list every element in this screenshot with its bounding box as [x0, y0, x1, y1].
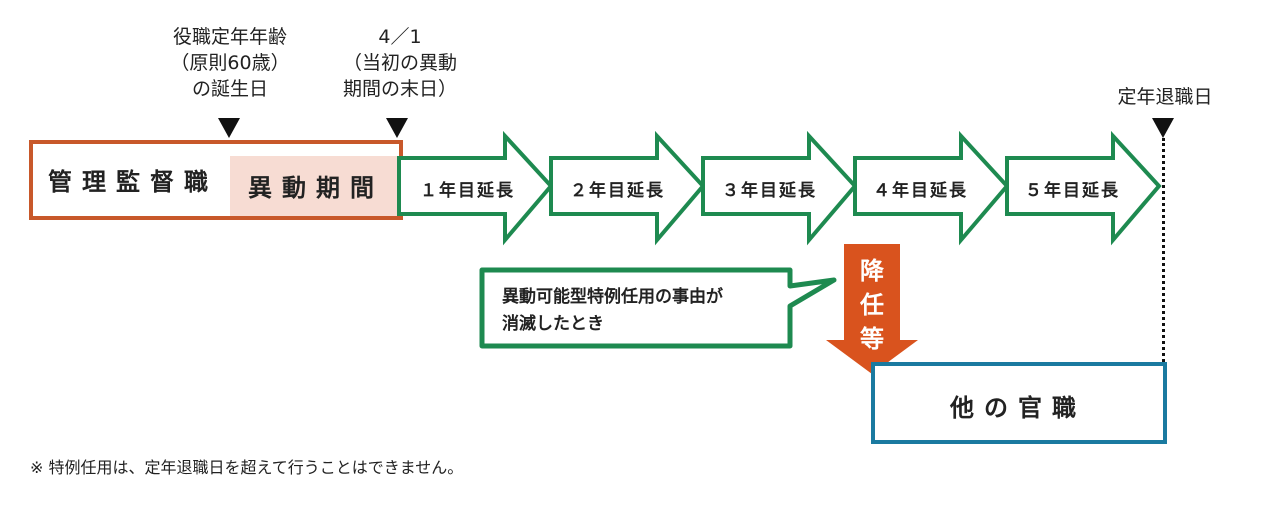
- extension-year-3-label: ３年目延長: [722, 181, 817, 201]
- marker-triangle-icon: [386, 118, 408, 138]
- other-post-label: 他の官職: [950, 394, 1086, 422]
- management-post-label: 管理監督職: [48, 168, 218, 196]
- retirement-date-line: [1162, 138, 1165, 362]
- extension-year-5-label: ５年目延長: [1025, 181, 1120, 201]
- demotion-arrow-icon: [826, 244, 918, 374]
- callout-line-1: 異動可能型特例任用の事由が: [502, 287, 723, 307]
- marker-triangle-icon: [1152, 118, 1174, 138]
- footnote: ※ 特例任用は、定年退職日を超えて行うことはできません。: [30, 458, 464, 477]
- extension-arrow-3: [701, 130, 858, 246]
- marker-triangle-icon: [218, 118, 240, 138]
- demotion-label: 降 任 等: [852, 254, 892, 356]
- extension-year-1-label: １年目延長: [420, 181, 515, 201]
- extension-arrow-2: [549, 130, 706, 246]
- retirement-date-label: 定年退職日: [1117, 86, 1213, 108]
- extension-year-2-label: ２年目延長: [570, 181, 665, 201]
- demotion-char-3: 等: [860, 325, 884, 353]
- extension-arrow-1: [397, 130, 554, 246]
- extension-arrow-4: [853, 130, 1010, 246]
- other-post-box: [871, 362, 1167, 444]
- role-retirement-age-label: 役職定年年齢 （原則60歳） の誕生日: [170, 26, 290, 100]
- callout-bubble: [479, 267, 837, 349]
- transfer-period-label: 異動期間: [248, 174, 384, 202]
- demotion-char-1: 降: [860, 257, 884, 285]
- demotion-char-2: 任: [860, 291, 884, 319]
- extension-year-4-label: ４年目延長: [873, 181, 968, 201]
- callout-line-2: 消滅したとき: [502, 314, 604, 334]
- extension-arrows: [397, 130, 1162, 246]
- april-first-label: 4／1 （当初の異動 期間の末日）: [342, 26, 457, 100]
- transfer-period-box: [230, 156, 399, 216]
- extension-arrow-5: [1005, 130, 1162, 246]
